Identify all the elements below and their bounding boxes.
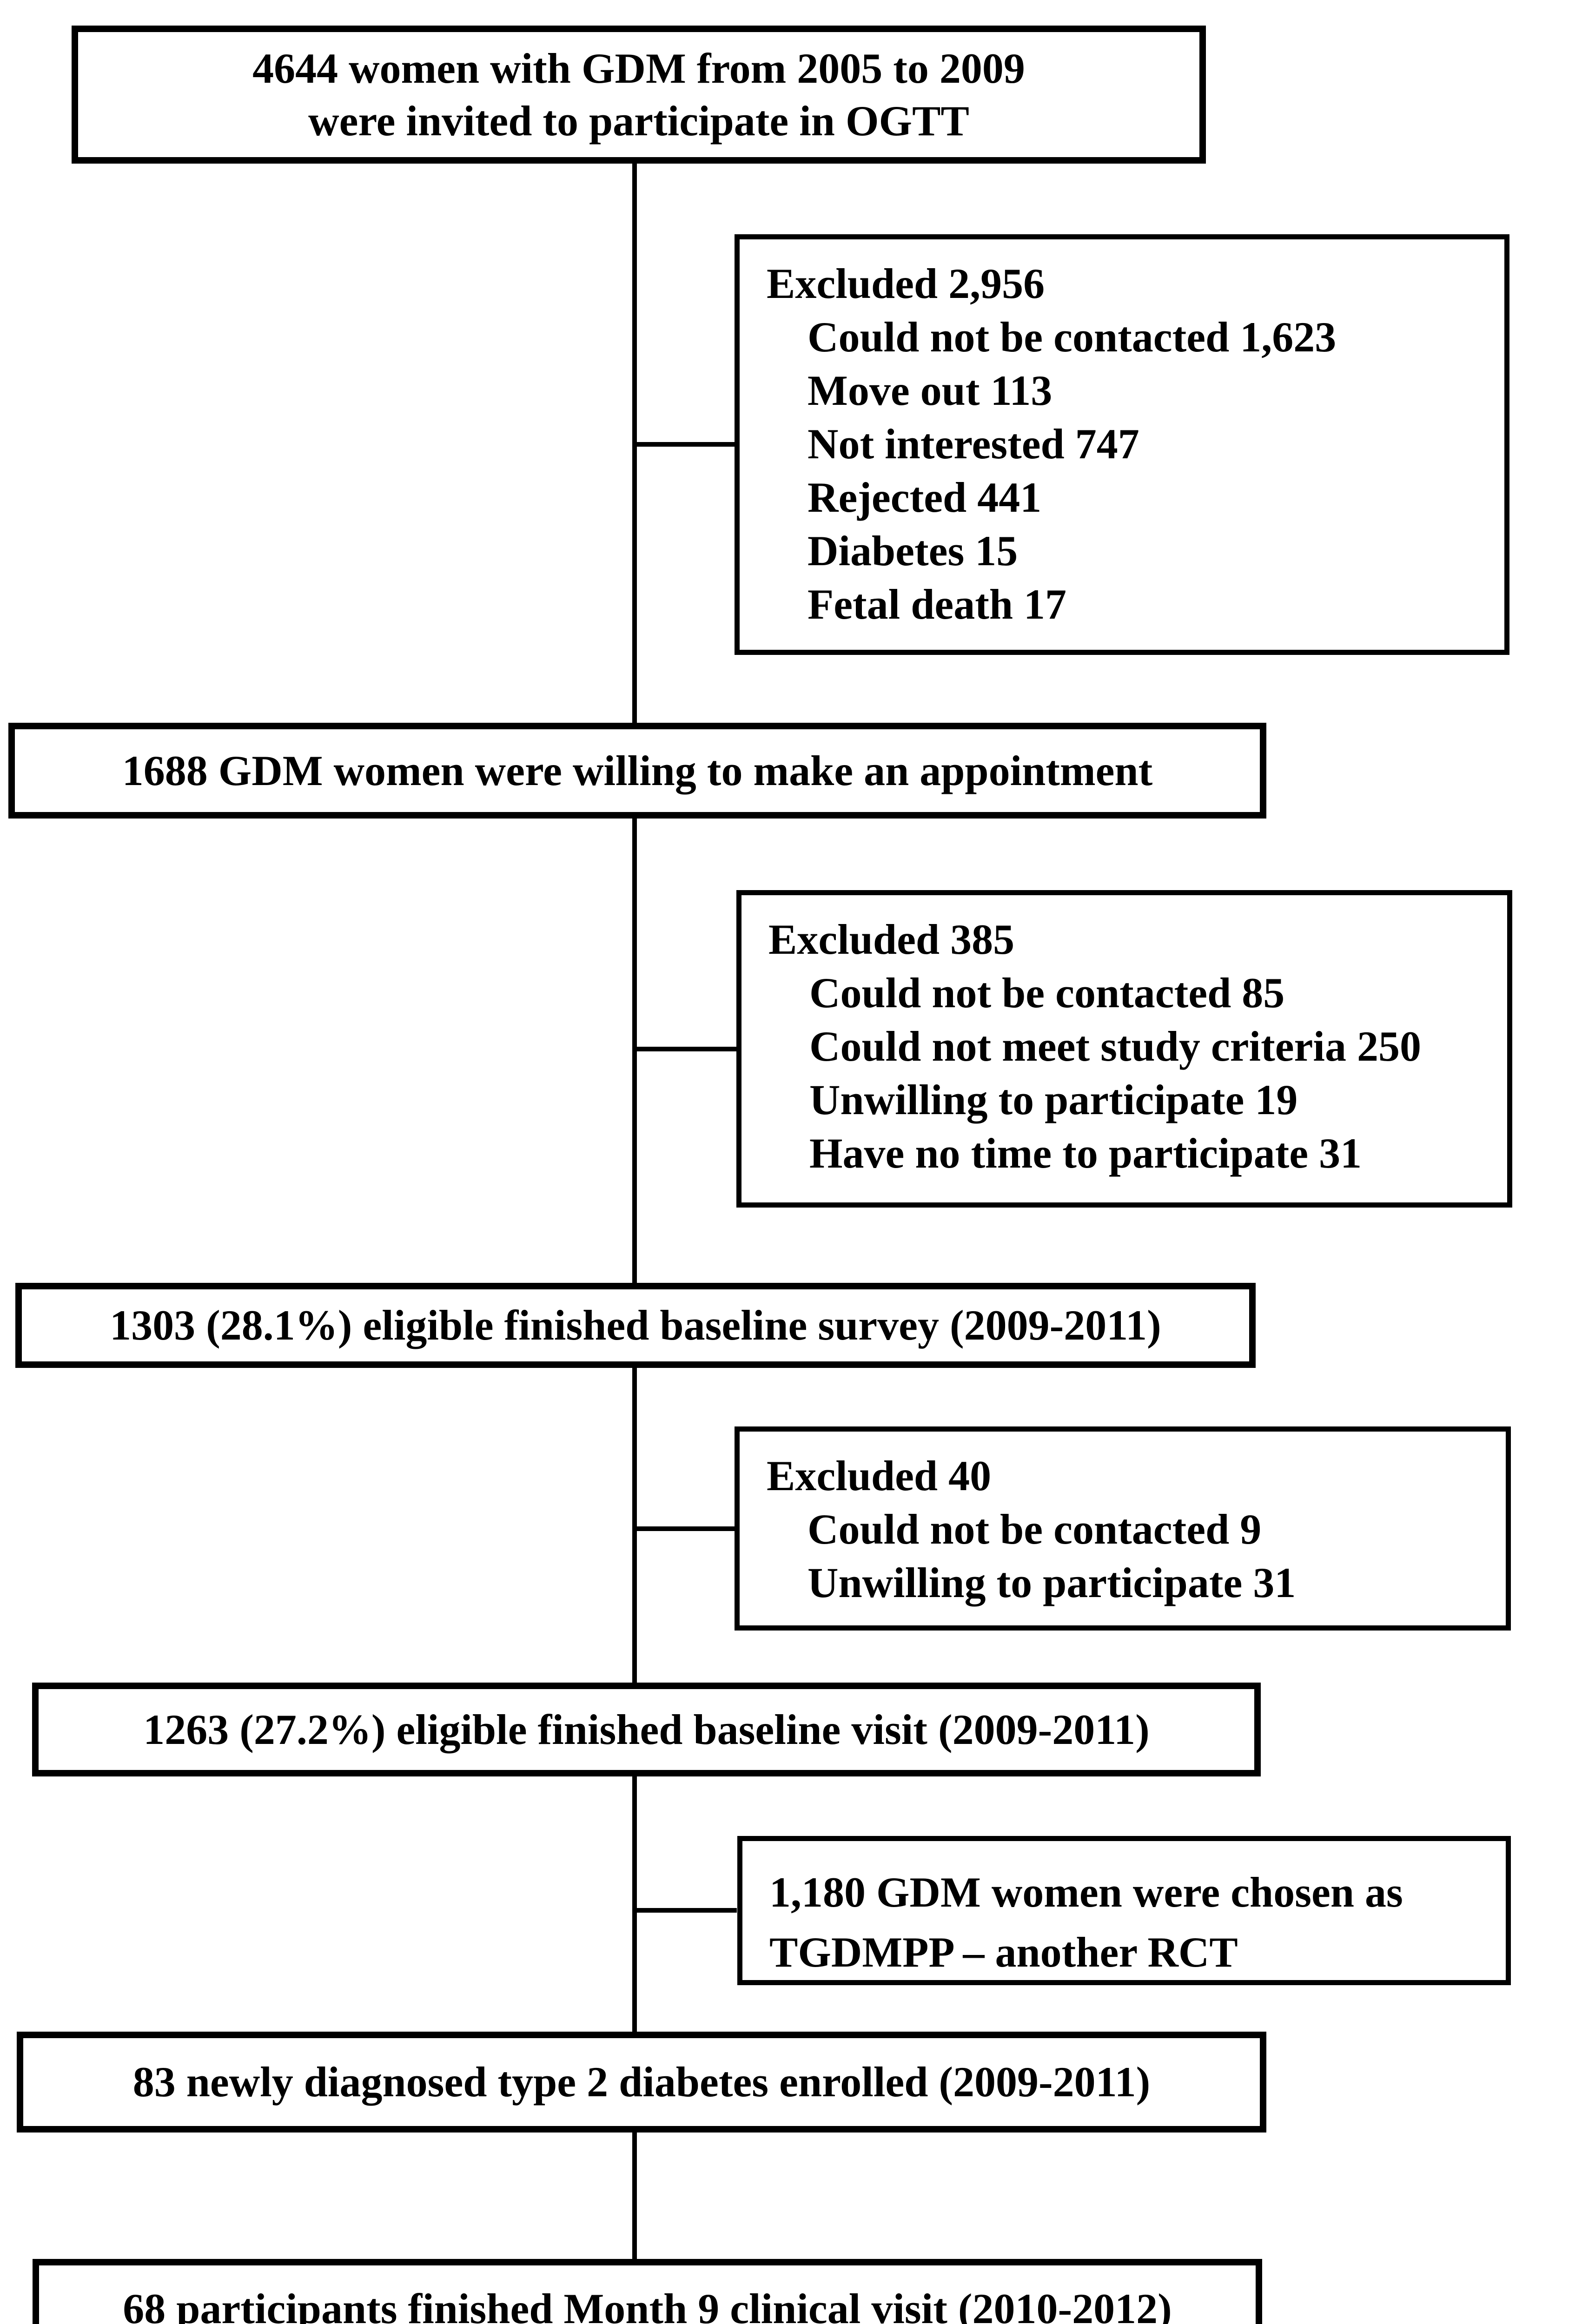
excluded-1-item: Not interested 747: [808, 420, 1139, 468]
flow-box-enrolled: 83 newly diagnosed type 2 diabetes enrol…: [17, 2032, 1266, 2133]
excluded-2-item: Could not meet study criteria 250: [809, 1023, 1421, 1070]
tgdmpp-line-1: 1,180 GDM women were chosen as: [769, 1868, 1403, 1916]
side-box-excluded-2: Excluded 385 Could not be contacted 85 C…: [736, 890, 1512, 1208]
excluded-1-item: Move out 113: [808, 367, 1052, 414]
connector-vertical-4: [632, 1776, 637, 2032]
flow-box-month9-visit: 68 participants finished Month 9 clinica…: [33, 2259, 1262, 2324]
connector-branch-excluded-3: [635, 1526, 737, 1531]
excluded-1-title: Excluded 2,956: [767, 260, 1045, 307]
flow-box-baseline-survey: 1303 (28.1%) eligible finished baseline …: [15, 1283, 1256, 1368]
excluded-3-title: Excluded 40: [767, 1452, 992, 1499]
flow-box-invited: 4644 women with GDM from 2005 to 2009 we…: [72, 26, 1206, 164]
connector-branch-excluded-2: [635, 1047, 737, 1051]
connector-branch-tgdmpp: [635, 1908, 737, 1913]
excluded-1-item: Fetal death 17: [808, 581, 1067, 628]
excluded-3-item: Unwilling to participate 31: [808, 1559, 1296, 1606]
tgdmpp-line-2: TGDMPP – another RCT: [769, 1928, 1238, 1976]
excluded-1-item: Diabetes 15: [808, 527, 1018, 574]
flow-box-month9-visit-line-1: 68 participants finished Month 9 clinica…: [123, 2285, 1172, 2324]
excluded-1-item: Rejected 441: [808, 474, 1042, 521]
excluded-2-item: Unwilling to participate 19: [809, 1076, 1298, 1123]
flow-box-baseline-visit: 1263 (27.2%) eligible finished baseline …: [32, 1683, 1261, 1776]
flow-box-appointment: 1688 GDM women were willing to make an a…: [8, 723, 1266, 819]
excluded-2-item: Could not be contacted 85: [809, 969, 1285, 1017]
side-box-tgdmpp: 1,180 GDM women were chosen as TGDMPP – …: [737, 1836, 1511, 1985]
side-box-excluded-3: Excluded 40 Could not be contacted 9 Unw…: [735, 1426, 1511, 1631]
flow-box-invited-line-2: were invited to participate in OGTT: [308, 97, 969, 145]
flow-box-invited-line-1: 4644 women with GDM from 2005 to 2009: [252, 45, 1025, 92]
connector-vertical-3: [632, 1368, 637, 1683]
flow-box-appointment-line-1: 1688 GDM women were willing to make an a…: [122, 746, 1153, 794]
connector-branch-excluded-1: [635, 442, 737, 447]
side-box-excluded-1: Excluded 2,956 Could not be contacted 1,…: [735, 234, 1509, 655]
flow-box-baseline-visit-line-1: 1263 (27.2%) eligible finished baseline …: [143, 1705, 1150, 1753]
flow-box-baseline-survey-line-1: 1303 (28.1%) eligible finished baseline …: [110, 1301, 1161, 1349]
excluded-2-title: Excluded 385: [768, 916, 1015, 963]
excluded-1-item: Could not be contacted 1,623: [808, 313, 1337, 361]
connector-vertical-5: [632, 2133, 637, 2259]
excluded-3-item: Could not be contacted 9: [808, 1505, 1262, 1553]
flow-box-enrolled-line-1: 83 newly diagnosed type 2 diabetes enrol…: [132, 2058, 1151, 2106]
excluded-2-item: Have no time to participate 31: [809, 1129, 1362, 1177]
